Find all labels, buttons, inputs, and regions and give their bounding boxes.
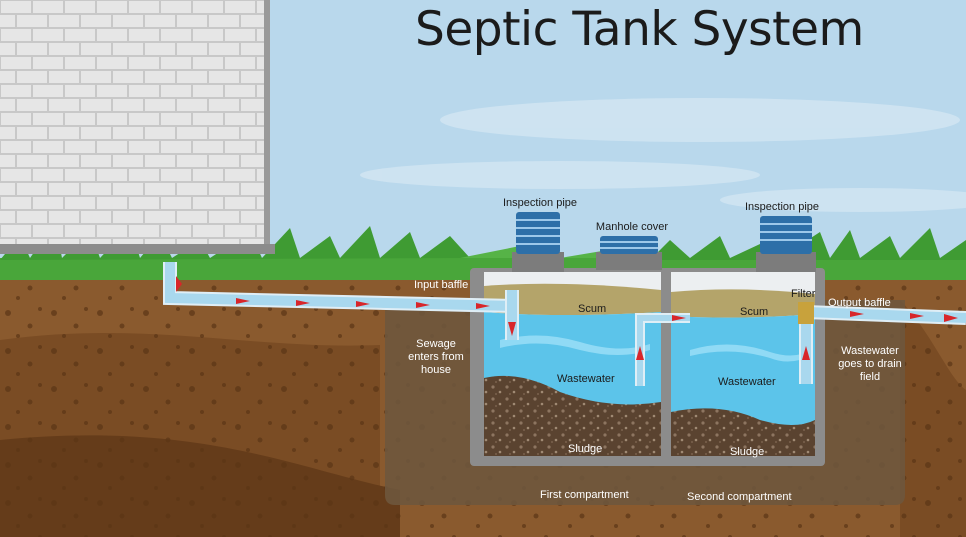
- label-input-baffle: Input baffle: [414, 279, 469, 291]
- filter-icon: [798, 302, 814, 324]
- label-wastewater-2: Wastewater: [718, 376, 776, 388]
- label-filter: Filter: [791, 288, 816, 300]
- label-inspection-pipe-1: Inspection pipe: [503, 197, 577, 209]
- flow-arrows: [176, 276, 958, 360]
- label-scum-1: Scum: [578, 303, 607, 315]
- label-wastewater-1: Wastewater: [557, 373, 615, 385]
- label-sludge-1: Sludge: [568, 443, 603, 455]
- label-sludge-2: Sludge: [730, 446, 765, 458]
- label-sewage-enters: Sewage enters from house: [408, 338, 464, 376]
- septic-tank: [470, 268, 825, 466]
- label-output-baffle: Output baffle: [828, 297, 891, 309]
- inspection-pipe-1-icon: [512, 212, 564, 272]
- diagram-title: Septic Tank System: [415, 2, 864, 57]
- label-inspection-pipe-2: Inspection pipe: [745, 201, 819, 213]
- label-scum-2: Scum: [740, 306, 769, 318]
- manhole-cover-icon: [596, 236, 662, 270]
- house-brick-wall: [0, 0, 275, 254]
- label-second-compartment: Second compartment: [687, 491, 792, 503]
- label-manhole-cover: Manhole cover: [595, 221, 669, 233]
- sky-clouds: [360, 98, 966, 212]
- inspection-pipe-2-icon: [756, 216, 816, 272]
- label-wastewater-goes: Wastewater goes to drain field: [838, 345, 902, 383]
- label-first-compartment: First compartment: [540, 489, 629, 501]
